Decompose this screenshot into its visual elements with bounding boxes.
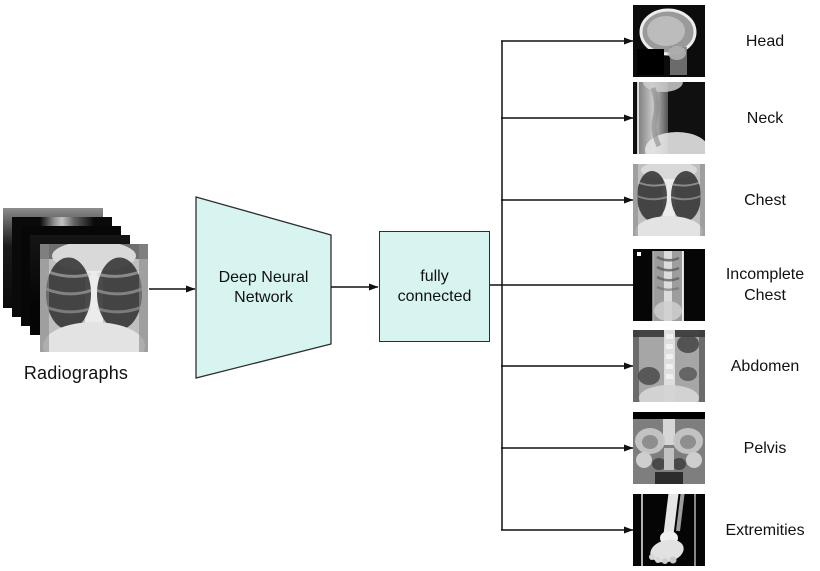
abdomen-xray-thumbnail bbox=[633, 330, 705, 402]
abdomen-label-text: Abdomen bbox=[730, 357, 800, 375]
fully-connected-label: fully connected bbox=[397, 267, 472, 305]
neck-label-text: Neck bbox=[746, 109, 784, 127]
extremities-label-text: Extremities bbox=[725, 521, 805, 539]
output-label-head: Head bbox=[712, 5, 818, 77]
head-xray-thumbnail bbox=[633, 5, 705, 77]
pelvis-xray-thumbnail bbox=[633, 412, 705, 484]
extremities-xray-thumbnail bbox=[633, 494, 705, 566]
output-label-abdomen: Abdomen bbox=[712, 330, 818, 402]
incomplete-chest-xray-thumbnail bbox=[633, 249, 705, 321]
output-label-extremities: Extremities bbox=[712, 494, 818, 566]
radiographs-label: Radiographs bbox=[23, 363, 129, 383]
output-label-chest: Chest bbox=[712, 164, 818, 236]
deep-neural-network-node: Deep Neural Network bbox=[198, 255, 329, 321]
neck-xray-thumbnail bbox=[633, 82, 705, 154]
head-label-text: Head bbox=[745, 32, 785, 50]
fully-connected-node: fully connected bbox=[379, 231, 490, 342]
chest-label-text: Chest bbox=[744, 191, 786, 209]
incomplete-chest-label-text: Incomplete Chest bbox=[725, 266, 805, 304]
radiograph-front-chest-xray bbox=[40, 244, 148, 352]
output-label-pelvis: Pelvis bbox=[712, 412, 818, 484]
output-label-incomplete-chest: Incomplete Chest bbox=[712, 249, 818, 321]
deep-neural-network-node-shape bbox=[195, 196, 332, 379]
pelvis-label-text: Pelvis bbox=[743, 439, 787, 457]
output-label-neck: Neck bbox=[712, 82, 818, 154]
chest-xray-thumbnail bbox=[633, 164, 705, 236]
dnn-label: Deep Neural Network bbox=[218, 269, 309, 306]
